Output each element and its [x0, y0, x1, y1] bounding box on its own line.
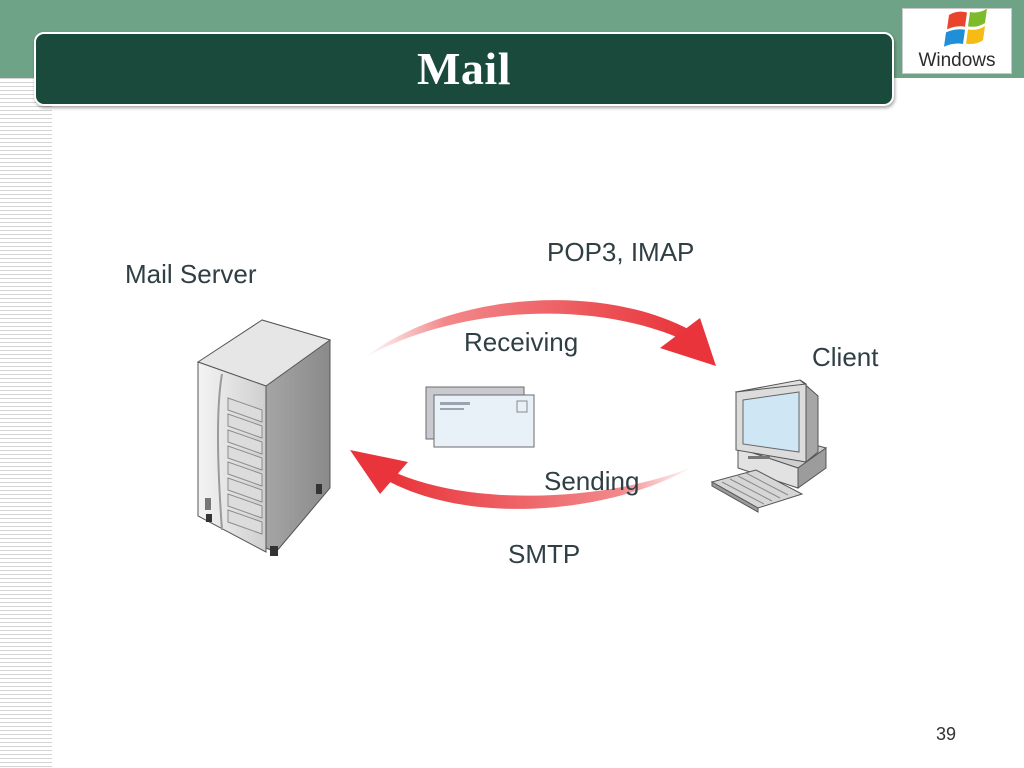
- smtp-label: SMTP: [508, 539, 581, 569]
- logo-text: Windows: [918, 50, 996, 71]
- sending-arrow: [350, 450, 694, 509]
- mail-server-label: Mail Server: [125, 259, 257, 289]
- receiving-arrow: [364, 300, 716, 366]
- envelope-icon: [425, 386, 535, 448]
- page-number: 39: [936, 724, 957, 744]
- windows-flag-icon: [944, 8, 987, 47]
- desktop-computer-icon: [710, 379, 828, 513]
- receiving-label: Receiving: [464, 327, 579, 357]
- pop3-imap-label: POP3, IMAP: [547, 237, 695, 267]
- sending-label: Sending: [544, 466, 640, 496]
- server-tower-icon: [196, 319, 332, 556]
- slide-title: Mail: [417, 43, 511, 94]
- title-bar: Mail: [34, 32, 894, 106]
- left-stripe-decoration: [0, 78, 52, 768]
- windows-logo: Windows: [902, 8, 1012, 74]
- client-label: Client: [812, 342, 879, 372]
